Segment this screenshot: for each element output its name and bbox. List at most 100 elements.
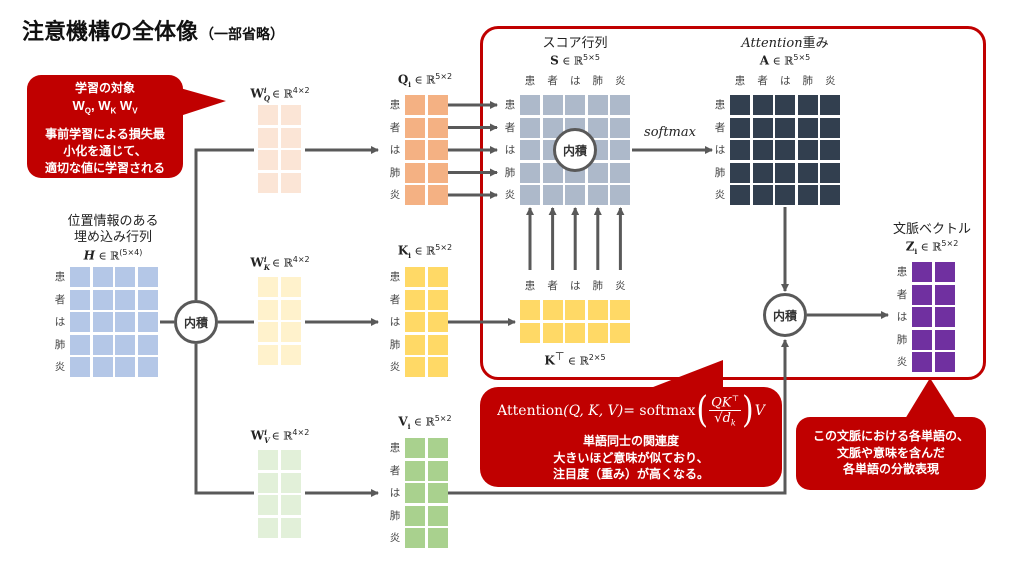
inner-product-node-score: 内積 xyxy=(553,128,597,172)
formula-lhs-args: (Q, K, V) xyxy=(563,403,624,419)
matrix-cell xyxy=(280,517,301,538)
matrix-cell xyxy=(610,140,631,160)
matrix-cell xyxy=(70,267,90,287)
matrix-cell xyxy=(775,95,796,115)
matrix-cell xyxy=(427,334,448,355)
row-label: は xyxy=(54,316,66,328)
matrix-cell xyxy=(587,117,608,138)
matrix-cell xyxy=(565,300,586,320)
column-label: は xyxy=(779,75,791,87)
matrix-cell xyxy=(427,312,448,332)
callout-line: 事前学習による損失最 xyxy=(45,126,165,141)
h-label: H ∈ ℝ(5×4) xyxy=(83,248,143,263)
matrix-cell xyxy=(797,162,818,183)
row-label: 炎 xyxy=(714,189,726,201)
matrix-cell xyxy=(520,140,540,160)
formula-softmax: = softmax xyxy=(623,403,696,419)
row-label: 患 xyxy=(714,99,726,111)
matrix-cell xyxy=(137,289,158,310)
matrix-cell xyxy=(610,322,631,343)
kt-label: K⊤ ∈ ℝ2×5 xyxy=(544,350,606,368)
matrix-cell xyxy=(542,322,563,343)
matrix-cell xyxy=(934,329,955,350)
matrix-cell xyxy=(70,312,90,332)
row-label: 肺 xyxy=(504,166,516,179)
matrix-cell xyxy=(258,172,278,193)
callout-line: 大きいほど意味が似ており、 xyxy=(553,450,709,465)
matrix-cell xyxy=(820,140,841,160)
matrix-cell xyxy=(137,267,158,287)
matrix-cell xyxy=(70,289,90,310)
row-label: 患 xyxy=(504,99,516,111)
matrix-cell xyxy=(137,334,158,355)
matrix-cell xyxy=(587,185,608,205)
matrix-cell xyxy=(820,95,841,115)
row-label: は xyxy=(389,144,401,156)
matrix-cell xyxy=(427,460,448,481)
matrix-cell xyxy=(280,127,301,148)
matrix-cell xyxy=(775,140,796,160)
matrix-cell xyxy=(775,185,796,205)
q-label: Qi ∈ ℝ5×2 xyxy=(397,72,453,89)
matrix-cell xyxy=(280,472,301,493)
matrix-cell xyxy=(542,300,563,320)
matrix-cell xyxy=(520,322,540,343)
callout-line: 小化を通じて、 xyxy=(63,143,147,158)
matrix-cell xyxy=(405,312,425,332)
matrix-cell xyxy=(115,312,136,332)
weight-list: WQ, WK WV xyxy=(27,97,183,120)
matrix-cell xyxy=(427,95,448,115)
matrix-cell xyxy=(427,357,448,377)
column-label: 炎 xyxy=(615,280,626,292)
matrix-cell xyxy=(797,185,818,205)
matrix-cell xyxy=(427,185,448,205)
matrix-cell xyxy=(587,95,608,115)
matrix-cell xyxy=(520,162,540,183)
row-label: 肺 xyxy=(389,509,401,522)
matrix-cell xyxy=(115,289,136,310)
row-label: 肺 xyxy=(714,166,726,179)
matrix-cell xyxy=(820,117,841,138)
matrix-cell xyxy=(542,117,563,138)
weight-wk: WK xyxy=(98,98,117,116)
matrix-cell xyxy=(775,117,796,138)
matrix-cell xyxy=(427,483,448,503)
matrix-cell xyxy=(520,117,540,138)
matrix-cell xyxy=(730,185,750,205)
matrix-cell xyxy=(405,483,425,503)
column-label: 肺 xyxy=(592,280,604,292)
matrix-cell xyxy=(730,117,750,138)
row-label: 炎 xyxy=(389,189,401,201)
column-label: 患 xyxy=(734,75,746,87)
matrix-cell xyxy=(610,300,631,320)
matrix-cell xyxy=(427,140,448,160)
matrix-cell xyxy=(258,277,278,297)
matrix-cell xyxy=(92,267,113,287)
column-label: 者 xyxy=(547,280,558,292)
row-label: 者 xyxy=(389,464,401,477)
matrix-cell xyxy=(115,334,136,355)
callout-attention-pointer xyxy=(648,360,723,389)
matrix-cell xyxy=(797,117,818,138)
matrix-cell xyxy=(542,95,563,115)
matrix-cell xyxy=(258,150,278,170)
matrix-cell xyxy=(258,495,278,515)
matrix-cell xyxy=(565,185,586,205)
row-label: 患 xyxy=(389,271,401,283)
matrix-cell xyxy=(280,450,301,470)
s-label: S ∈ ℝ5×5 xyxy=(550,53,600,68)
row-label: 炎 xyxy=(504,189,516,201)
attention-section-frame xyxy=(480,26,986,380)
matrix-cell xyxy=(405,117,425,138)
z-caption: 文脈ベクトル xyxy=(892,222,972,237)
matrix-cell xyxy=(912,352,932,372)
matrix-cell xyxy=(427,267,448,287)
matrix-cell xyxy=(258,105,278,125)
matrix-cell xyxy=(405,140,425,160)
row-label: 患 xyxy=(54,271,66,283)
matrix-cell xyxy=(115,357,136,377)
row-label: 者 xyxy=(389,293,401,306)
matrix-cell xyxy=(587,300,608,320)
row-label: 炎 xyxy=(54,361,66,373)
